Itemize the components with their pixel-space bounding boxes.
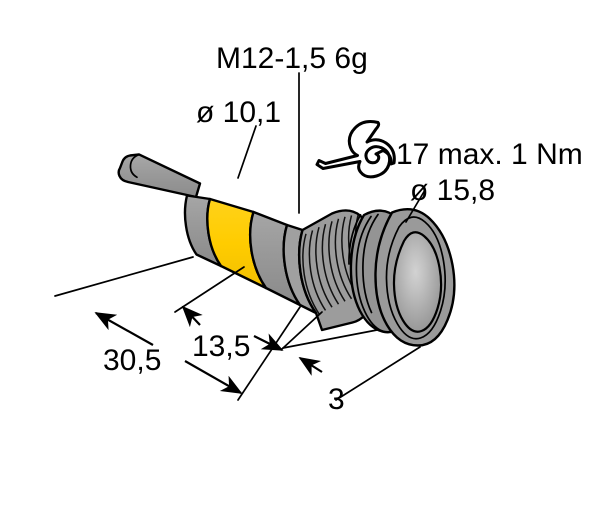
dim-arrow-3	[298, 357, 323, 376]
dim-arrow-13-5-right	[253, 333, 284, 351]
ext-line-30-5-left	[54, 256, 194, 297]
ext-line-3-right	[335, 346, 421, 401]
ext-line-30-5-right	[237, 306, 301, 401]
label-cable-diameter: ø 10,1	[196, 96, 281, 129]
label-torque: 17 max. 1 Nm	[396, 138, 583, 171]
leader-lines	[237, 72, 426, 223]
label-face-diameter: ø 15,8	[410, 174, 495, 207]
dimension-3: 3	[328, 383, 345, 416]
dimension-lines	[54, 256, 421, 401]
ext-line-13-5-right	[281, 311, 323, 350]
dim-arrow-30-5-left	[94, 312, 154, 346]
dim-arrow-30-5-right	[184, 360, 243, 394]
dim-arrow-13-5-left	[181, 305, 203, 328]
ext-line-3-left	[282, 329, 378, 349]
dimension-13-5: 13,5	[192, 330, 250, 363]
lens-dome	[392, 231, 443, 333]
front-bezel	[374, 207, 456, 347]
wrench-icon	[315, 120, 396, 179]
leader-cable-diameter	[237, 125, 257, 179]
label-thread: M12-1,5 6g	[216, 42, 368, 75]
ext-line-13-5-left	[174, 266, 245, 313]
cable	[117, 153, 202, 199]
dimension-30-5: 30,5	[103, 344, 161, 377]
leader-face-diameter	[405, 189, 426, 223]
product-illustration	[117, 153, 456, 347]
